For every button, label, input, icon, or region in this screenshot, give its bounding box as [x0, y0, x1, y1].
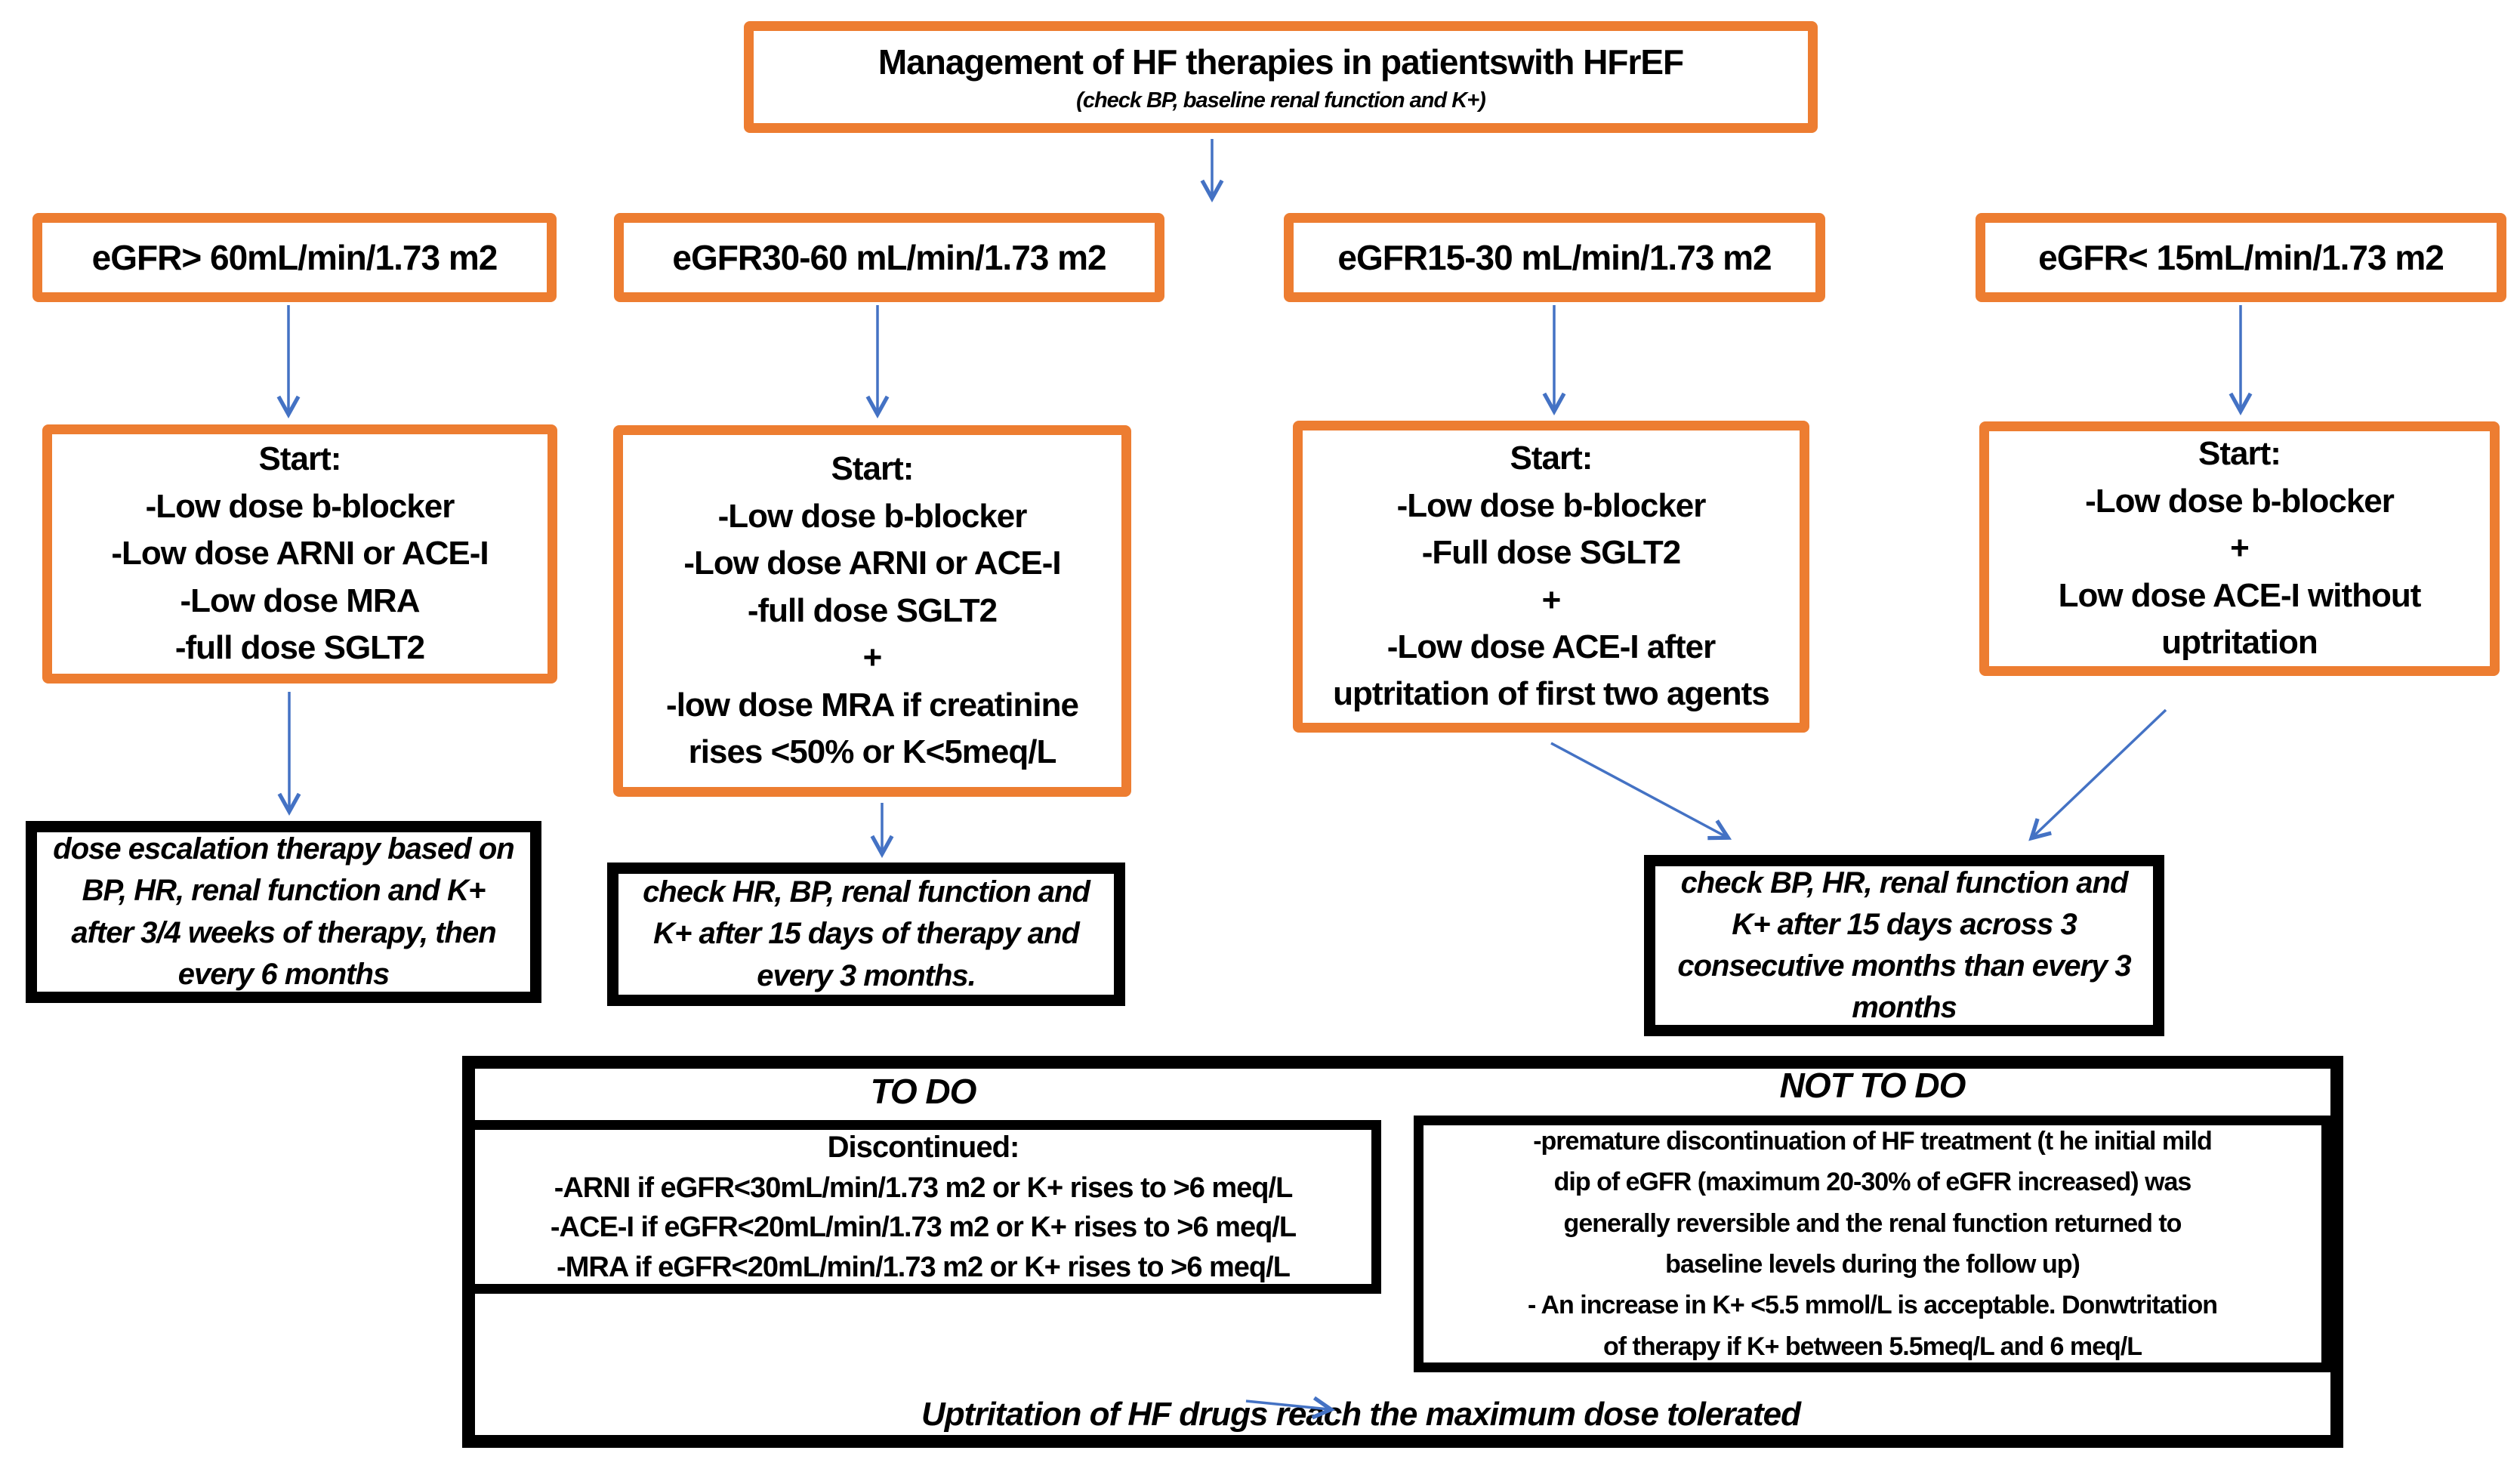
arrow-start3-to-monitor3: [1550, 742, 1726, 837]
monitor-box-30-60-text: check HR, BP, renal function and K+ afte…: [643, 875, 1090, 992]
discontinued-items: -ARNI if eGFR<30mL/min/1.73 m2 or K+ ris…: [550, 1171, 1297, 1283]
egfr-box-15-30: eGFR15-30 mL/min/1.73 m2: [1284, 213, 1825, 302]
todo-label: TO DO: [870, 1072, 977, 1111]
discontinued-box: Discontinued: -ARNI if eGFR<30mL/min/1.7…: [465, 1120, 1381, 1294]
start-box-gt60-text: Start: -Low dose b-blocker -Low dose ARN…: [111, 440, 489, 667]
monitor-box-gt60: dose escalation therapy based on BP, HR,…: [26, 821, 541, 1003]
egfr-box-30-60-label: eGFR30-60 mL/min/1.73 m2: [672, 238, 1106, 277]
egfr-box-15-30-label: eGFR15-30 mL/min/1.73 m2: [1337, 238, 1772, 277]
monitor-box-low-egfr: check BP, HR, renal function and K+ afte…: [1644, 855, 2164, 1036]
discontinued-heading: Discontinued:: [827, 1130, 1020, 1164]
start-box-gt60: Start: -Low dose b-blocker -Low dose ARN…: [42, 424, 557, 684]
not-todo-text: -premature discontinuation of HF treatme…: [1527, 1126, 2218, 1361]
egfr-box-30-60: eGFR30-60 mL/min/1.73 m2: [614, 213, 1164, 302]
uptitration-footer: Uptritation of HF drugs reach the maximu…: [921, 1396, 1801, 1433]
arrow-start4-to-monitor3: [2033, 708, 2167, 837]
monitor-box-gt60-text: dose escalation therapy based on BP, HR,…: [53, 832, 514, 991]
egfr-box-lt15-label: eGFR< 15mL/min/1.73 m2: [2038, 238, 2444, 277]
title-box: Management of HF therapies in patientswi…: [744, 21, 1818, 133]
monitor-box-30-60: check HR, BP, renal function and K+ afte…: [607, 863, 1125, 1006]
start-box-15-30-text: Start: -Low dose b-blocker -Full dose SG…: [1333, 440, 1770, 713]
start-box-30-60-text: Start: -Low dose b-blocker -Low dose ARN…: [666, 450, 1079, 771]
start-box-15-30: Start: -Low dose b-blocker -Full dose SG…: [1293, 421, 1809, 733]
egfr-box-lt15: eGFR< 15mL/min/1.73 m2: [1976, 213, 2506, 302]
monitor-box-low-egfr-text: check BP, HR, renal function and K+ afte…: [1677, 866, 2131, 1025]
start-box-30-60: Start: -Low dose b-blocker -Low dose ARN…: [613, 425, 1131, 797]
start-box-lt15: Start: -Low dose b-blocker + Low dose AC…: [1979, 421, 2500, 676]
start-box-lt15-text: Start: -Low dose b-blocker + Low dose AC…: [2058, 435, 2422, 662]
egfr-box-gt60: eGFR> 60mL/min/1.73 m2: [32, 213, 557, 302]
page-subtitle: (check BP, baseline renal function and K…: [1076, 88, 1486, 113]
not-todo-box: -premature discontinuation of HF treatme…: [1414, 1116, 2331, 1372]
not-todo-label: NOT TO DO: [1779, 1066, 1966, 1105]
egfr-box-gt60-label: eGFR> 60mL/min/1.73 m2: [91, 238, 498, 277]
page-title: Management of HF therapies in patientswi…: [878, 42, 1684, 82]
